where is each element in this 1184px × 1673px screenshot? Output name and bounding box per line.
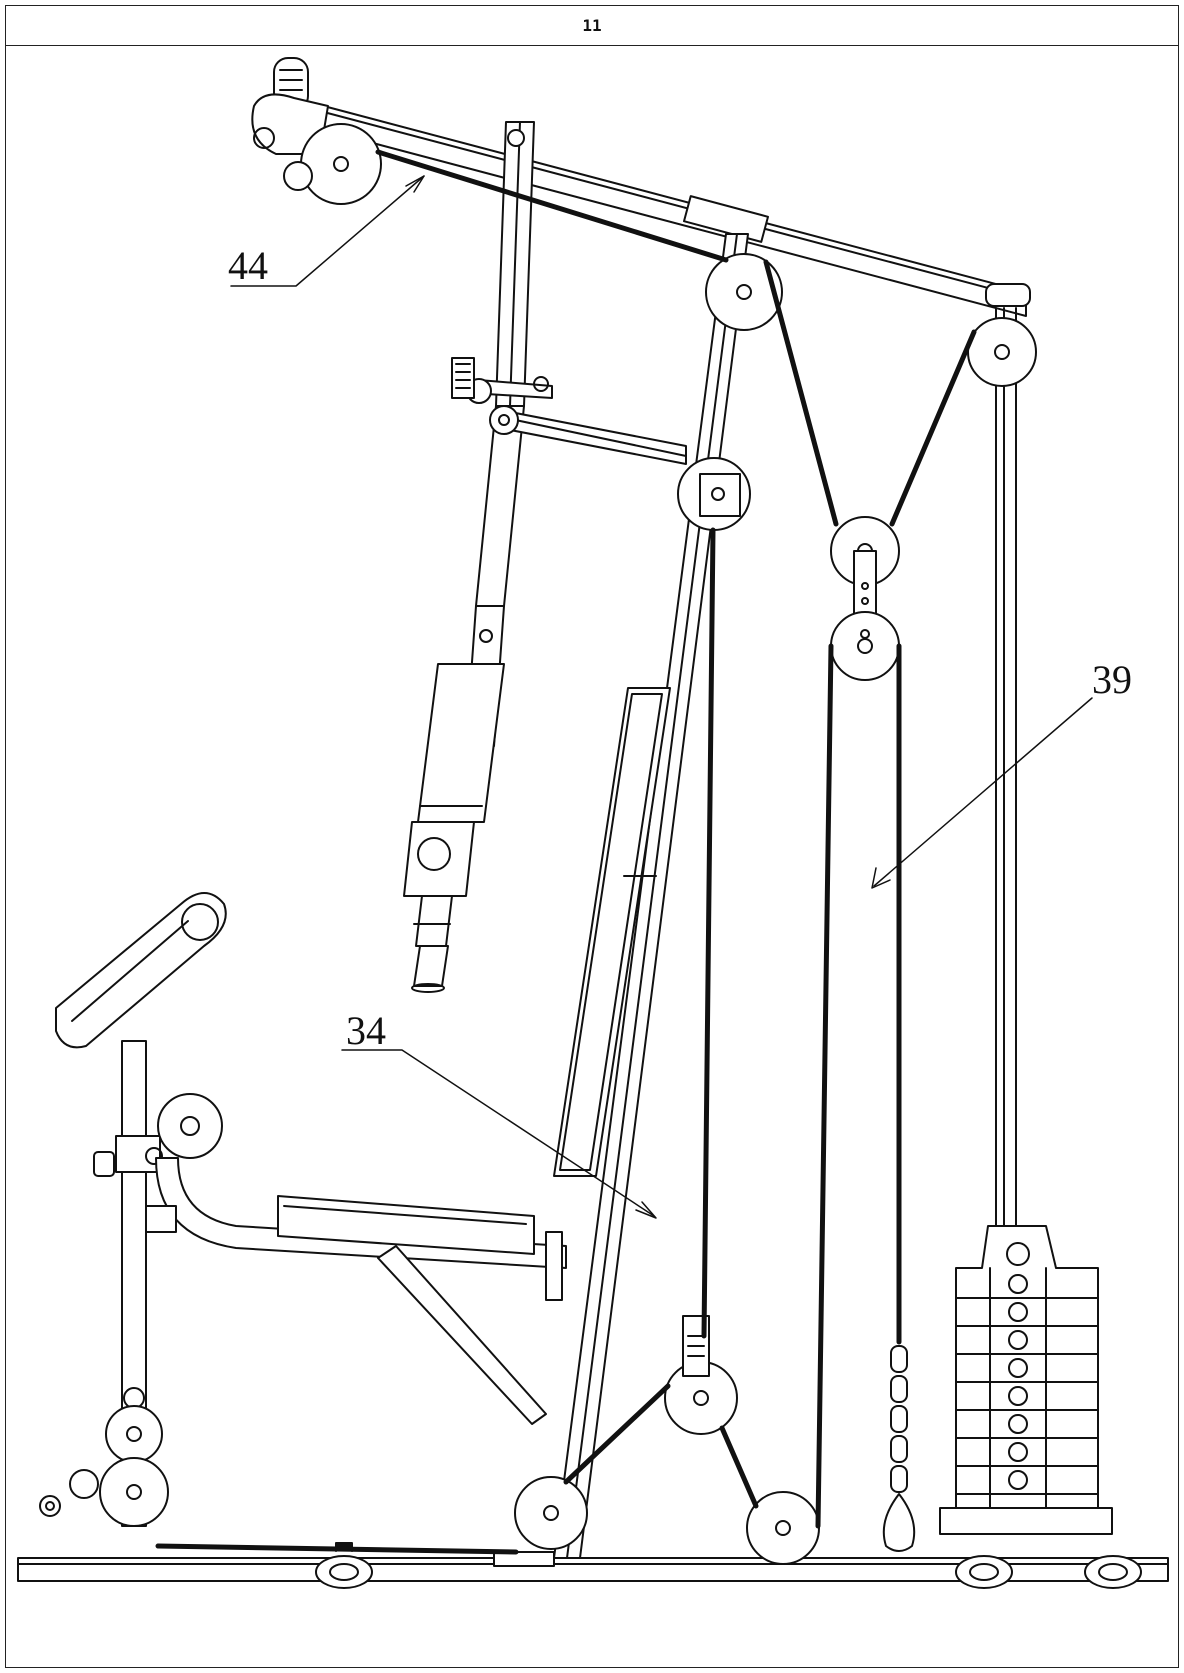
- leader-lines: [230, 175, 1093, 1219]
- pulley-bottom: [746, 1491, 820, 1565]
- weight-stack: [939, 1225, 1113, 1535]
- page-frame: 11: [5, 5, 1179, 1668]
- gym-machine-drawing: 44 39 34: [17, 57, 1169, 1589]
- top-arm: [251, 57, 1031, 317]
- base-rail: [17, 1542, 1169, 1589]
- rear-upright-post: [995, 307, 1017, 1267]
- reference-label-34: 34: [346, 1008, 386, 1053]
- reference-label-44: 44: [228, 243, 268, 288]
- seat-assembly: [39, 892, 567, 1527]
- middle-bar: [553, 687, 671, 1177]
- front-lever-arm: [403, 121, 687, 993]
- pulley-upper-right: [967, 317, 1037, 387]
- reference-label-39: 39: [1092, 657, 1132, 702]
- pulley-lower-middle: [664, 1315, 738, 1435]
- central-diagonal-post: [553, 233, 749, 1559]
- pulley-lower-left: [514, 1476, 588, 1550]
- cable-system: [155, 149, 977, 1555]
- pulley-front-arm: [677, 457, 751, 531]
- pulley-middle-floating: [830, 516, 900, 681]
- chain: [882, 1345, 916, 1552]
- page-number: 11: [6, 6, 1178, 46]
- pulley-upper-left: [705, 253, 783, 331]
